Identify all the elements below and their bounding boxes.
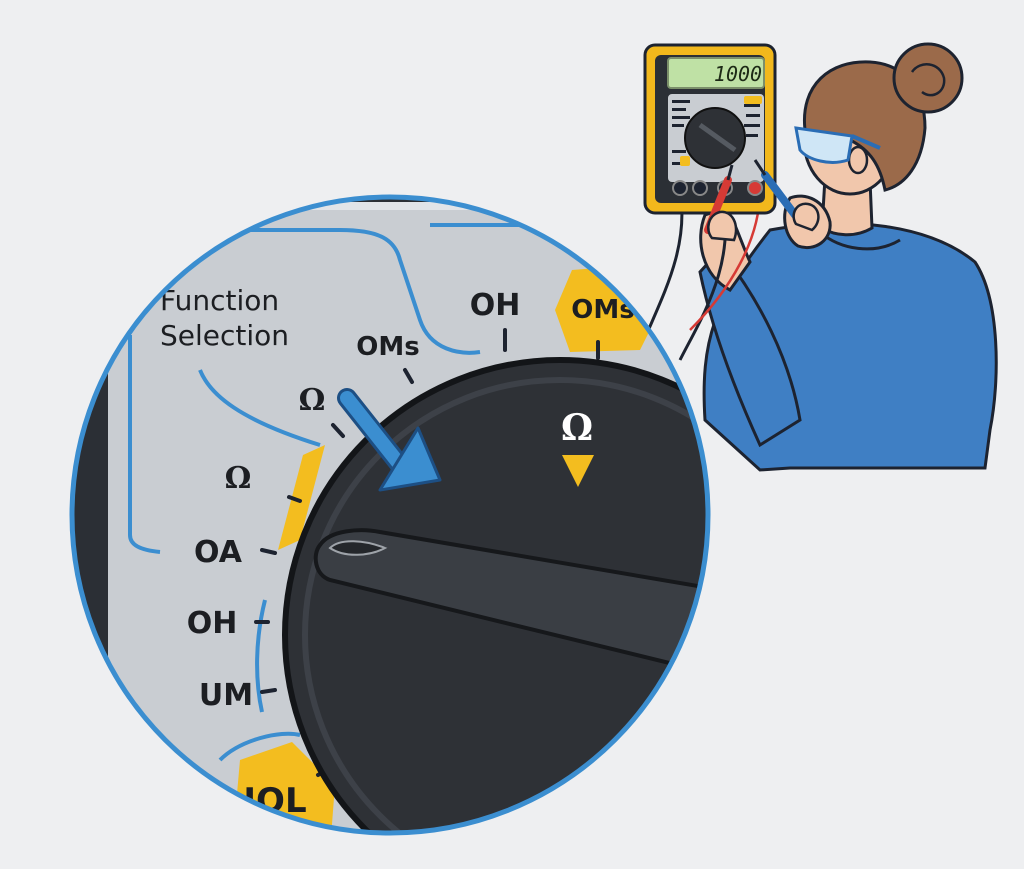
multimeter-lcd-screen (667, 57, 765, 89)
dial-label-ohm-lower: Ω (225, 461, 252, 496)
knob-pointer-ridge (313, 528, 708, 693)
function-selection-caption-line2: Selection (160, 319, 289, 352)
rotation-direction-arrow-icon (337, 388, 442, 492)
dial-label-oh-left: OH (187, 606, 238, 641)
zoom-inset-border (69, 194, 711, 836)
yellow-marker-left (278, 445, 325, 550)
dial-label-um: UM (199, 678, 253, 713)
dial-label-oa: OA (194, 535, 243, 570)
dial-label-oh-top: OH (470, 288, 521, 323)
multimeter: 1000 (643, 43, 777, 215)
technician-hair-bun (892, 42, 964, 114)
knob-pointer-triangle-icon (562, 455, 594, 487)
multimeter-reading: 1000 (714, 62, 762, 86)
technician-arm (698, 247, 802, 448)
knob-ohm-marker: Ω (561, 407, 593, 449)
dial-label-oms-left: OMs (356, 332, 419, 362)
technician-ear (847, 145, 869, 175)
safety-glasses-icon (794, 126, 854, 164)
meter-case-left-edge (72, 197, 108, 833)
dial-label-ohm-upper: Ω (299, 383, 326, 418)
function-selection-caption-line1: Function (160, 284, 279, 317)
